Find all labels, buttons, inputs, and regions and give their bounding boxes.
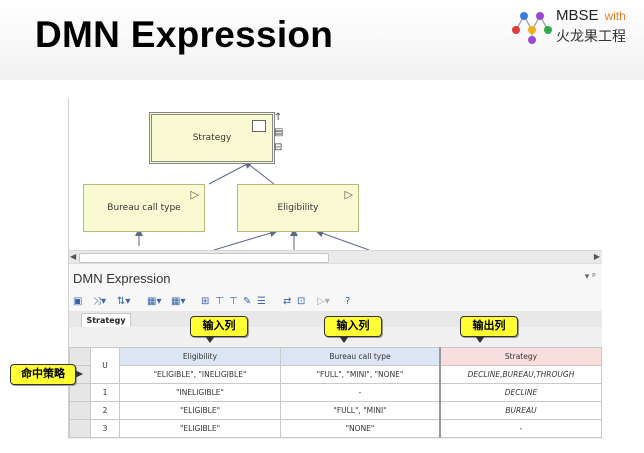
cell-strategy[interactable]: DECLINE — [439, 383, 602, 402]
validate-icon[interactable]: ⊡ — [297, 296, 306, 307]
cell-eligibility[interactable]: "ELIGIBLE" — [119, 419, 281, 438]
hit-policy-cell[interactable]: U — [90, 347, 120, 384]
add-row-icon[interactable]: ⊞ — [201, 296, 210, 307]
cell-eligibility[interactable]: "INELIGIBLE" — [119, 383, 281, 402]
tab-strategy[interactable]: Strategy — [81, 313, 131, 328]
scroll-left-icon[interactable]: ◀ — [70, 252, 77, 261]
callout-hit-policy: 命中策略 — [10, 364, 83, 385]
dmn-diagram-canvas[interactable]: Strategy ↑▤⊟ Bureau call type ▷ Eligibil… — [69, 98, 602, 263]
row-gutter — [69, 419, 91, 438]
slide-title: DMN Expression — [35, 14, 334, 55]
decision-node-strategy[interactable]: Strategy — [149, 112, 275, 164]
input-header-eligibility[interactable]: Eligibility — [119, 347, 281, 366]
cell-strategy[interactable]: - — [439, 419, 602, 438]
cell-eligibility[interactable]: "ELIGIBLE" — [119, 401, 281, 420]
allowed-values-bureau[interactable]: "FULL", "MINI", "NONE" — [280, 365, 441, 384]
decision-icon: ▷ — [344, 188, 353, 201]
decision-icon: ▷ — [190, 188, 199, 201]
scroll-right-icon[interactable]: ▶ — [593, 252, 600, 261]
molecule-logo-icon — [512, 12, 552, 44]
logo-subtitle: 火龙果工程 — [556, 29, 626, 45]
output-header-strategy[interactable]: Strategy — [439, 347, 602, 366]
run-icon[interactable]: ▷▾ — [317, 296, 330, 307]
table-layout-icon[interactable]: ▦▾ — [147, 296, 162, 307]
node-label: Strategy — [192, 133, 232, 143]
ea-screenshot: Strategy ↑▤⊟ Bureau call type ▷ Eligibil… — [68, 98, 602, 439]
cell-bureau[interactable]: "NONE" — [280, 419, 441, 438]
grid-icon[interactable]: ▦▾ — [171, 296, 186, 307]
horizontal-scrollbar[interactable]: ◀ ▶ — [69, 250, 602, 264]
allowed-values-strategy[interactable]: DECLINE,BUREAU,THROUGH — [439, 365, 602, 384]
node-label: Bureau call type — [107, 203, 181, 213]
cell-bureau[interactable]: - — [280, 383, 441, 402]
hierarchy2-icon[interactable]: ⊤ — [229, 296, 238, 307]
callout-output-column: 输出列 — [460, 316, 518, 343]
decision-node-eligibility[interactable]: Eligibility ▷ — [237, 184, 359, 232]
cell-bureau[interactable]: "FULL", "MINI" — [280, 401, 441, 420]
decision-table-area: U Eligibility Bureau call type Strategy … — [69, 327, 602, 439]
dmn-toolbar: ▣ ⤨▾ ⇅▾ ▦▾ ▦▾ ⊞ ⊤ ⊤ ✎ ☰ ⇄ ⊡ ▷▾ ? — [69, 293, 602, 312]
edit-icon[interactable]: ✎ — [243, 296, 252, 307]
shuffle-icon[interactable]: ⤨▾ — [93, 296, 107, 307]
scrollbar-thumb[interactable] — [79, 253, 329, 263]
panel-title: DMN Expression — [73, 271, 171, 286]
sort-icon[interactable]: ⇅▾ — [117, 296, 131, 307]
diagram-connectors — [135, 160, 370, 250]
slide-header-band — [0, 0, 644, 80]
decision-table: U Eligibility Bureau call type Strategy … — [69, 347, 602, 438]
dmn-panel-header: DMN Expression ▾ ᵖ — [69, 263, 602, 294]
row-gutter — [69, 401, 91, 420]
cell-strategy[interactable]: BUREAU — [439, 401, 602, 420]
table-row[interactable]: 1 "INELIGIBLE" - DECLINE — [69, 383, 602, 402]
hierarchy-icon[interactable]: ⊤ — [215, 296, 224, 307]
row-gutter — [69, 383, 91, 402]
table-icon — [252, 120, 266, 132]
table-row[interactable]: 2 "ELIGIBLE" "FULL", "MINI" BUREAU — [69, 401, 602, 420]
node-resize-handles[interactable]: ↑▤⊟ — [274, 112, 284, 153]
input-header-bureau[interactable]: Bureau call type — [280, 347, 441, 366]
export-icon[interactable]: ⇄ — [283, 296, 292, 307]
node-label: Eligibility — [277, 203, 319, 213]
panel-pin-control[interactable]: ▾ ᵖ — [584, 272, 596, 282]
allowed-values-eligibility[interactable]: "ELIGIBLE", "INELIGIBLE" — [119, 365, 281, 384]
decision-node-bureau-call-type[interactable]: Bureau call type ▷ — [83, 184, 205, 232]
table-row[interactable]: 3 "ELIGIBLE" "NONE" - — [69, 419, 602, 438]
save-icon[interactable]: ▣ — [73, 296, 83, 307]
row-number: 1 — [90, 383, 120, 402]
row-number: 3 — [90, 419, 120, 438]
corner-cell — [69, 347, 91, 366]
callout-input-column-2: 输入列 — [324, 316, 382, 343]
row-number: 2 — [90, 401, 120, 420]
help-icon[interactable]: ? — [345, 296, 351, 307]
logo-with: with — [604, 9, 626, 23]
callout-input-column-1: 输入列 — [190, 316, 248, 343]
list-icon[interactable]: ☰ — [257, 296, 266, 307]
